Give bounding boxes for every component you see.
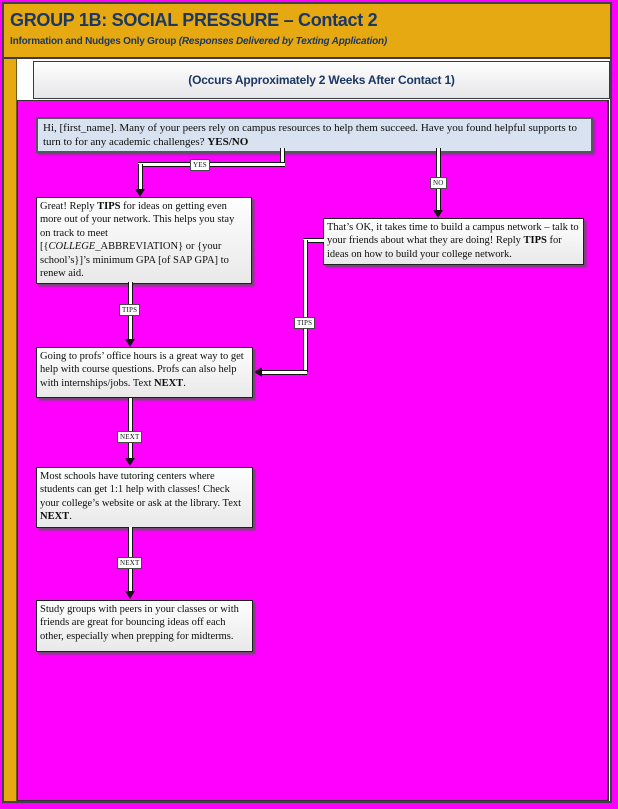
- arrowhead-down-icon: [125, 339, 135, 347]
- connector-next1-vertical: [128, 398, 133, 459]
- going-text-1: Going to profs’ office hours is a great …: [40, 351, 244, 389]
- left-gold-strip: [4, 59, 17, 801]
- label-tips-right: TIPS: [294, 317, 316, 329]
- label-tips-left: TIPS: [119, 304, 141, 316]
- flow-box-tutoring: Most schools have tutoring centers where…: [36, 467, 253, 528]
- timing-banner: (Occurs Approximately 2 Weeks After Cont…: [33, 61, 610, 99]
- going-text-2: .: [183, 377, 186, 389]
- header-band: GROUP 1B: SOCIAL PRESSURE – Contact 2 In…: [4, 4, 610, 59]
- great-text-3: _ABBREVIATION} or {your school’s}]’s min…: [40, 241, 229, 280]
- flow-box-no-response: That’s OK, it takes time to build a camp…: [323, 218, 584, 266]
- great-college-text: COLLEGE: [48, 241, 96, 253]
- arrowhead-left-icon: [254, 367, 262, 377]
- page-title: GROUP 1B: SOCIAL PRESSURE – Contact 2: [10, 10, 378, 30]
- arrowhead-down-icon: [125, 591, 135, 599]
- label-no: NO: [430, 177, 447, 189]
- connector-yes-vertical: [138, 164, 143, 190]
- flow-box-intro-message: Hi, [first_name]. Many of your peers rel…: [36, 117, 593, 153]
- flow-box-study-groups: Study groups with peers in your classes …: [36, 600, 253, 652]
- sheet: GROUP 1B: SOCIAL PRESSURE – Contact 2 In…: [2, 2, 612, 803]
- great-tips-text: TIPS: [97, 201, 121, 212]
- most-text-2: .: [69, 511, 72, 523]
- study-text: Study groups with peers in your classes …: [40, 604, 239, 642]
- connector-yes-drop: [280, 148, 285, 166]
- connector-tips-right-exit: [303, 238, 324, 243]
- intro-yesno-text: YES/NO: [207, 136, 249, 148]
- page-subtitle: Information and Nudges Only Group (Respo…: [10, 36, 387, 47]
- great-text-1: Great! Reply: [40, 201, 98, 212]
- most-next-text: NEXT: [40, 511, 70, 523]
- thatok-text-2: for ideas on how to build your college n…: [327, 235, 562, 260]
- connector-yes-horizontal: [138, 162, 285, 167]
- arrowhead-down-icon: [135, 189, 145, 197]
- connector-tips-right-vertical: [303, 240, 308, 372]
- subtitle-italic: (Responses Delivered by Texting Applicat…: [178, 36, 388, 47]
- going-next-text: NEXT: [154, 377, 184, 389]
- connector-tips-right-horizontal: [262, 370, 307, 375]
- great-text-2: for ideas on getting even more out of yo…: [40, 201, 235, 253]
- label-next-2: NEXT: [117, 557, 143, 569]
- thatok-text-1: That’s OK, it takes time to build a camp…: [327, 222, 579, 247]
- arrowhead-down-icon: [125, 458, 135, 466]
- subtitle-plain: Information and Nudges Only Group: [10, 36, 179, 47]
- label-yes: YES: [190, 159, 210, 171]
- label-next-1: NEXT: [117, 431, 143, 443]
- flowchart-canvas: Hi, [first_name]. Many of your peers rel…: [17, 100, 609, 801]
- intro-text: Hi, [first_name]. Many of your peers rel…: [43, 122, 577, 148]
- most-text-1: Most schools have tutoring centers where…: [40, 471, 242, 509]
- flow-box-yes-response: Great! Reply TIPS for ideas on getting e…: [36, 197, 252, 285]
- thatok-tips-text: TIPS: [523, 235, 547, 247]
- arrowhead-down-icon: [433, 210, 443, 218]
- flow-box-office-hours: Going to profs’ office hours is a great …: [36, 347, 253, 398]
